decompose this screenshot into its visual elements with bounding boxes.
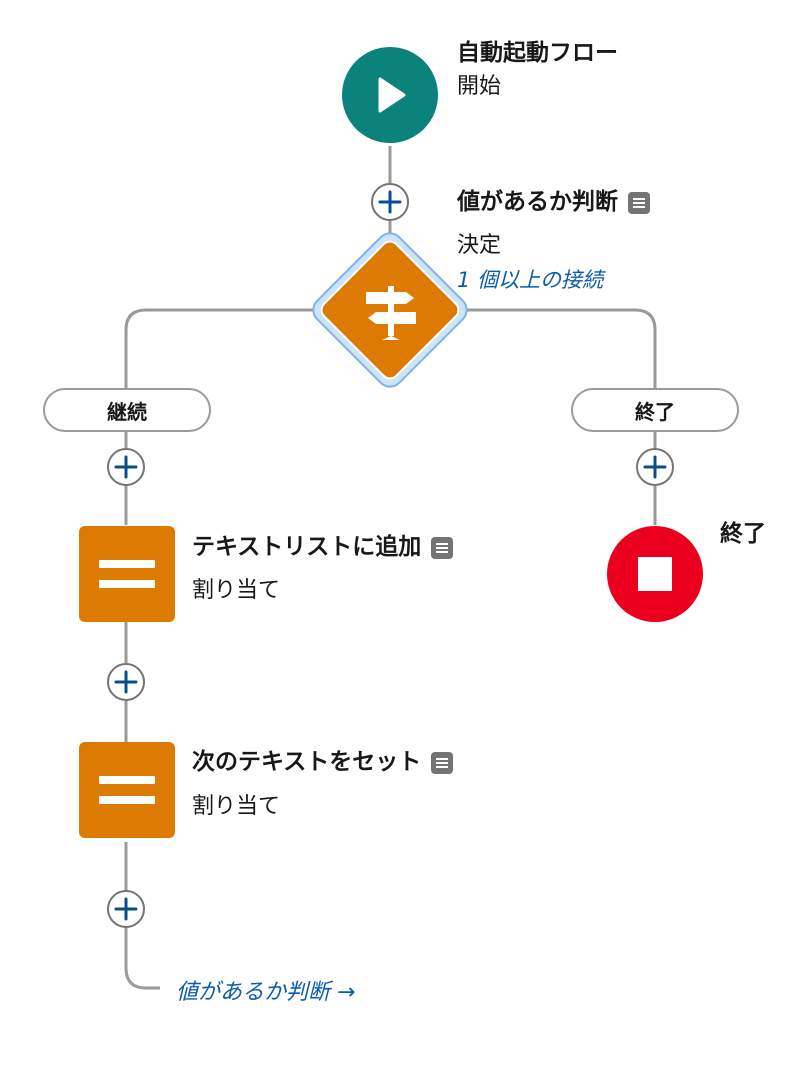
add-element-button-1[interactable] (371, 183, 409, 221)
plus-icon (114, 670, 138, 694)
decision-subtitle: 決定 (457, 233, 502, 258)
plus-icon (378, 190, 402, 214)
add-element-button-2[interactable] (107, 448, 145, 486)
start-node[interactable] (342, 47, 438, 143)
equals-icon (99, 776, 155, 804)
end-title: 終了 (720, 521, 766, 547)
assignment-node-1[interactable] (79, 526, 175, 622)
add-element-button-3[interactable] (636, 448, 674, 486)
equals-icon (99, 560, 155, 588)
assignment-2-title: 次のテキストをセット (192, 747, 454, 777)
add-element-button-4[interactable] (107, 663, 145, 701)
branch-label-continue[interactable]: 継続 (43, 388, 211, 432)
assignment-2-subtitle: 割り当て (192, 794, 281, 819)
stop-icon (638, 557, 672, 591)
plus-icon (643, 455, 667, 479)
signpost-icon (366, 286, 416, 340)
decision-title: 値があるか判断 (457, 187, 650, 217)
plus-icon (114, 897, 138, 921)
assignment-1-title: テキストリストに追加 (192, 532, 454, 562)
play-icon (378, 77, 406, 113)
add-element-button-5[interactable] (107, 890, 145, 928)
description-icon (431, 751, 454, 774)
start-title: 自動起動フロー (457, 40, 618, 66)
end-node[interactable] (607, 526, 703, 622)
loop-back-link[interactable]: 値があるか判断 → (176, 980, 356, 1005)
plus-icon (114, 455, 138, 479)
assignment-node-2[interactable] (79, 742, 175, 838)
branch-label-end[interactable]: 終了 (571, 388, 739, 432)
start-subtitle: 開始 (457, 74, 502, 99)
description-icon (628, 191, 650, 214)
assignment-1-subtitle: 割り当て (192, 578, 281, 603)
description-icon (431, 536, 454, 559)
decision-connections-link[interactable]: 1 個以上の接続 (457, 268, 604, 292)
